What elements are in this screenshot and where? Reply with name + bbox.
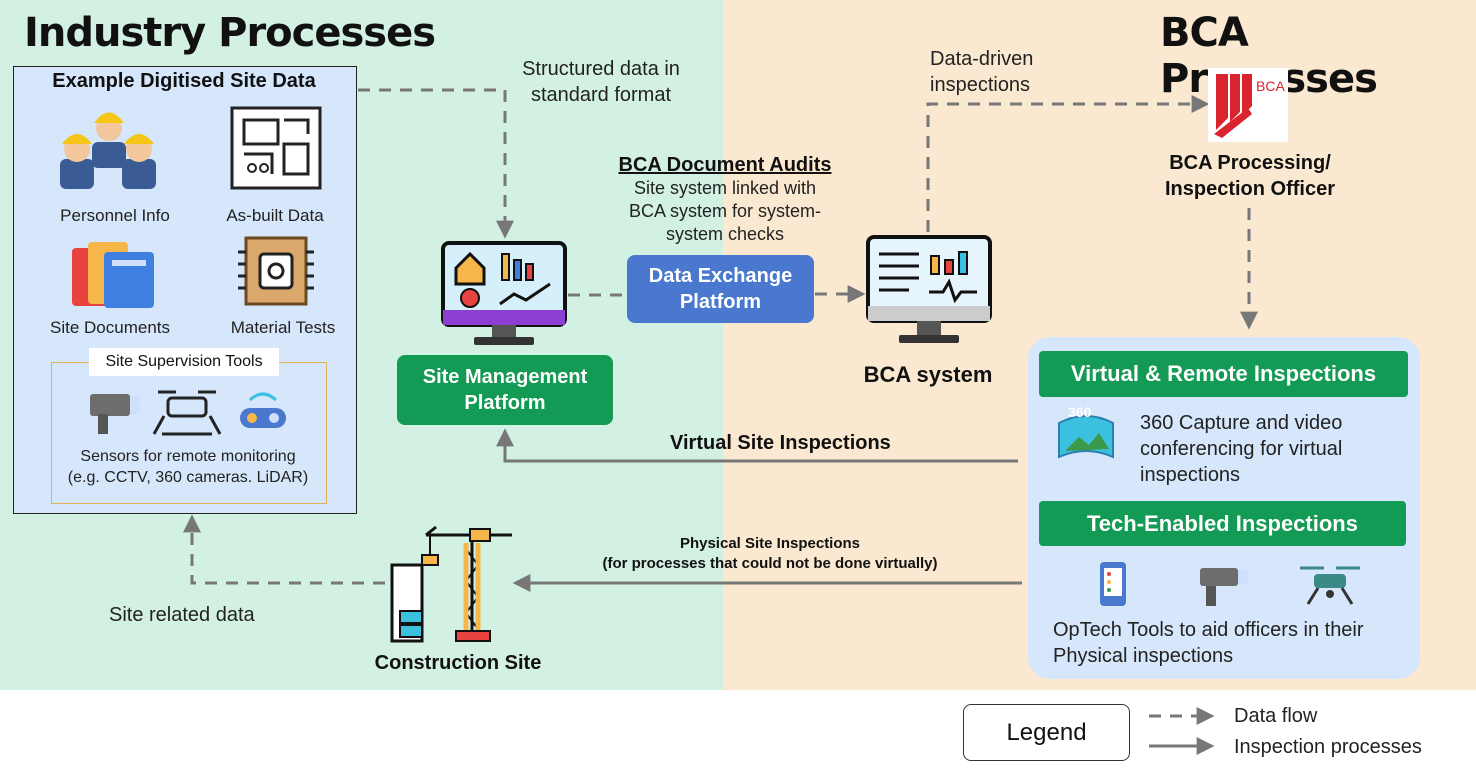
sensors-caption: Sensors for remote monitoring (e.g. CCTV… [67, 448, 309, 486]
physical-site-inspections-label: Physical Site Inspections (for processes… [602, 535, 938, 572]
structured-data-arrow [358, 88, 514, 239]
construction-site-label: Construction Site [374, 652, 542, 674]
site-related-data-arrow [183, 514, 385, 585]
crane-icon [390, 525, 512, 643]
data-driven-arrow [926, 95, 1210, 232]
as-built-data-label: As-built Data [226, 206, 324, 225]
bca-logo-icon [1214, 74, 1252, 138]
virtual-inspection-arrow [496, 428, 1018, 463]
camera-360-icon [240, 392, 286, 428]
industry-title: Industry Processes [24, 10, 436, 56]
bca-system-monitor-icon [866, 235, 992, 343]
virtual-inspections-description: 360 Capture and video conferencing for v… [1140, 412, 1343, 486]
camera-360-badge-icon [1058, 415, 1114, 459]
legend-inspection-processes: Inspection processes [1234, 736, 1422, 758]
legend-lines [1149, 707, 1215, 755]
optech-tools-icons [1100, 562, 1360, 606]
material-tests-label: Material Tests [230, 318, 336, 337]
personnel-info-label: Personnel Info [60, 206, 170, 225]
smartphone-app-icon [1100, 562, 1126, 606]
site-data-title: Example Digitised Site Data [52, 70, 316, 92]
material-tests-icon [238, 236, 314, 306]
sensor-tools-icons [90, 390, 286, 436]
inspection-drone-icon [1300, 566, 1360, 605]
document-audits-label: BCA Document Audits Site system linked w… [618, 154, 832, 244]
personnel-icon [60, 112, 156, 189]
folders-icon [72, 242, 154, 308]
bca-logo: BCA [1208, 68, 1288, 142]
site-related-data-label: Site related data [109, 604, 255, 626]
virtual-remote-inspections-header: Virtual & Remote Inspections [1039, 351, 1408, 397]
optech-tools-description: OpTech Tools to aid officers in their Ph… [1053, 619, 1364, 667]
supervision-tools-title: Site Supervision Tools [89, 348, 279, 376]
handheld-scanner-icon [1200, 568, 1248, 606]
badge-360-text: 360 [1068, 404, 1092, 420]
site-documents-label: Site Documents [50, 318, 170, 337]
blueprint-icon [230, 106, 322, 190]
legend-data-flow: Data flow [1234, 705, 1318, 727]
tech-enabled-inspections-header: Tech-Enabled Inspections [1039, 501, 1406, 546]
lidar-scanner-icon [90, 394, 140, 434]
dashboard-monitor-icon [441, 241, 567, 345]
bca-officer-label: BCA Processing/ Inspection Officer [1164, 152, 1336, 200]
data-driven-label: Data-driven inspections [930, 48, 1034, 96]
virtual-site-inspections-label: Virtual Site Inspections [670, 432, 891, 454]
bca-system-label: BCA system [863, 362, 993, 387]
drone-icon [152, 390, 222, 436]
legend-title: Legend [963, 704, 1130, 761]
structured-data-label: Structured data in standard format [522, 58, 680, 106]
